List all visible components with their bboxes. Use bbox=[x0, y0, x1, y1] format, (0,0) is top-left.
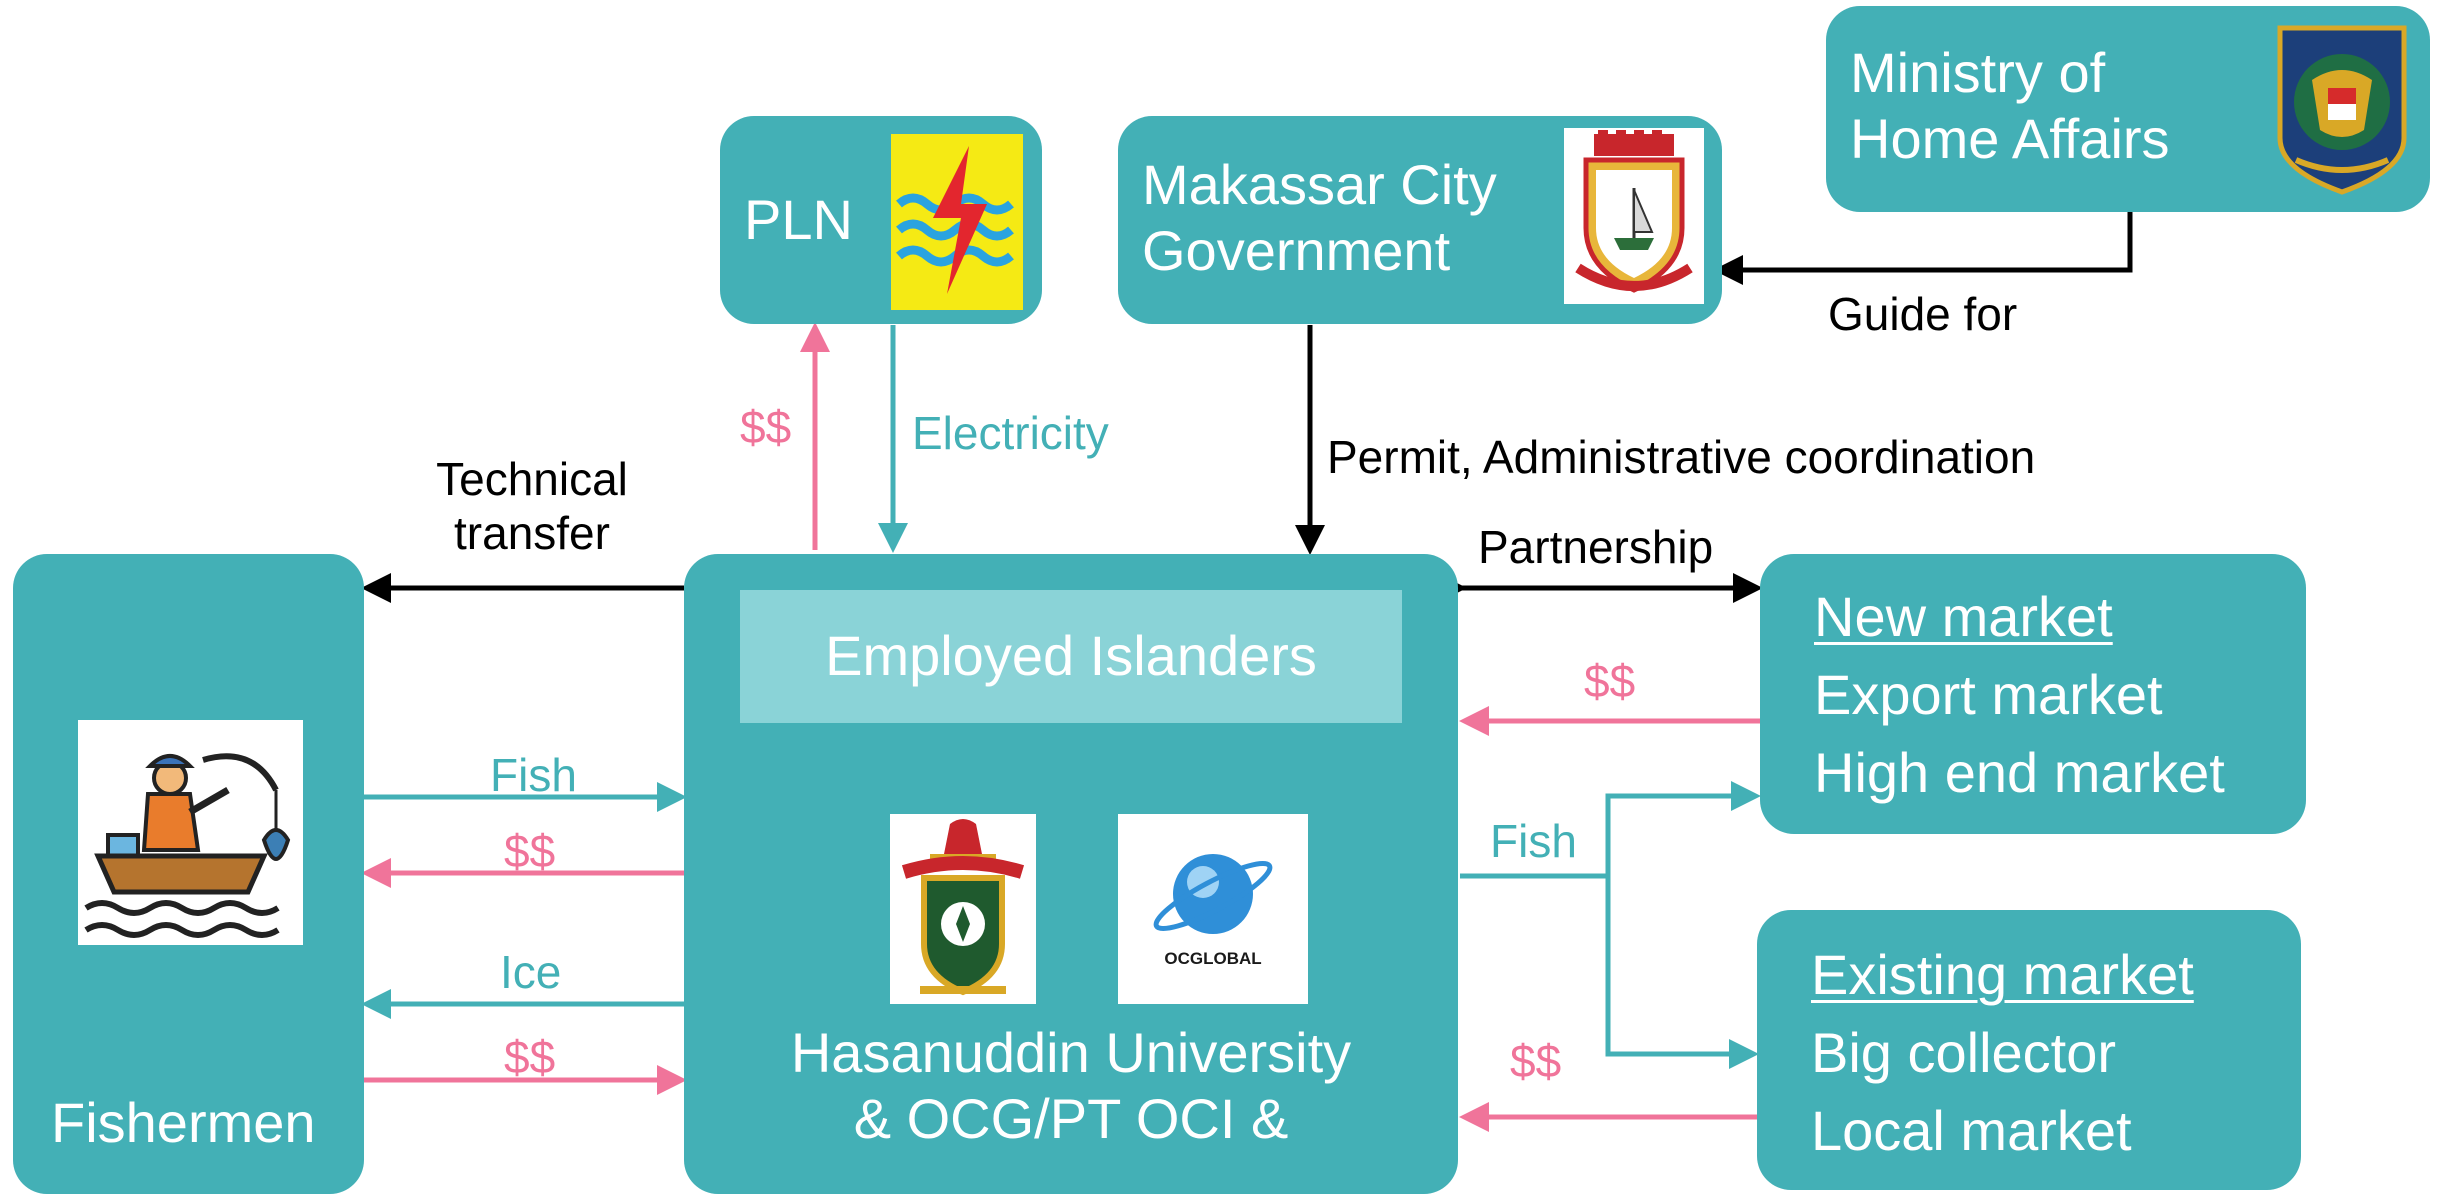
new-market-item: High end market bbox=[1814, 741, 2225, 804]
fishermen-box: Fishermen bbox=[13, 554, 364, 1194]
pln-money-label: $$ bbox=[740, 401, 792, 453]
ministry-label: Ministry of Home Affairs bbox=[1850, 41, 2170, 170]
pln-box: PLN bbox=[720, 116, 1042, 324]
employed-islanders-highlight: Employed Islanders bbox=[740, 590, 1402, 723]
permit-label: Permit, Administrative coordination bbox=[1327, 431, 2036, 483]
hub-box: Employed Islanders OCGLOBAL Hasanuddin U… bbox=[684, 554, 1458, 1194]
makassar-city-emblem-icon bbox=[1564, 128, 1704, 304]
guide-arrow bbox=[1713, 212, 2133, 285]
electricity-label: Electricity bbox=[912, 407, 1109, 459]
ocg-globe-logo-icon: OCGLOBAL bbox=[1118, 814, 1308, 1004]
existing-market-money-label: $$ bbox=[1510, 1035, 1562, 1087]
ministry-home-affairs-box: Ministry of Home Affairs bbox=[1826, 6, 2430, 212]
new-market-box: New market Export market High end market bbox=[1760, 554, 2306, 834]
hasanuddin-university-emblem-icon bbox=[890, 814, 1036, 1004]
pln-lightning-logo-icon bbox=[891, 134, 1023, 310]
new-market-title: New market bbox=[1814, 585, 2113, 648]
makassar-government-box: Makassar City Government bbox=[1118, 116, 1722, 324]
existing-market-item: Big collector bbox=[1811, 1021, 2117, 1084]
money-from-fishermen-label: $$ bbox=[504, 1031, 556, 1083]
fish-to-markets-label: Fish bbox=[1490, 815, 1577, 867]
partnership-label: Partnership bbox=[1478, 521, 1714, 573]
new-market-money-label: $$ bbox=[1584, 655, 1636, 707]
fishermen-label: Fishermen bbox=[51, 1091, 316, 1154]
existing-market-title: Existing market bbox=[1811, 943, 2194, 1006]
fish-to-existing-arrow bbox=[1605, 876, 1759, 1069]
fisherman-boat-icon bbox=[78, 720, 303, 945]
ice-label: Ice bbox=[500, 946, 562, 998]
pln-label: PLN bbox=[744, 188, 853, 251]
existing-market-item: Local market bbox=[1811, 1099, 2132, 1162]
fish-from-fishermen-label: Fish bbox=[490, 749, 577, 801]
employed-islanders-label: Employed Islanders bbox=[825, 624, 1317, 687]
existing-market-box: Existing market Big collector Local mark… bbox=[1757, 910, 2301, 1190]
ministry-garuda-emblem-icon bbox=[2272, 20, 2412, 196]
money-to-fishermen-label: $$ bbox=[504, 825, 556, 877]
hub-label: Hasanuddin University & OCG/PT OCI & bbox=[790, 1021, 1352, 1150]
makassar-label: Makassar City Government bbox=[1142, 153, 1497, 282]
technical-transfer-label: Technical transfer bbox=[436, 453, 628, 559]
ocg-logo-text: OCGLOBAL bbox=[1164, 949, 1261, 968]
guide-for-label: Guide for bbox=[1828, 288, 2018, 340]
new-market-item: Export market bbox=[1814, 663, 2163, 726]
